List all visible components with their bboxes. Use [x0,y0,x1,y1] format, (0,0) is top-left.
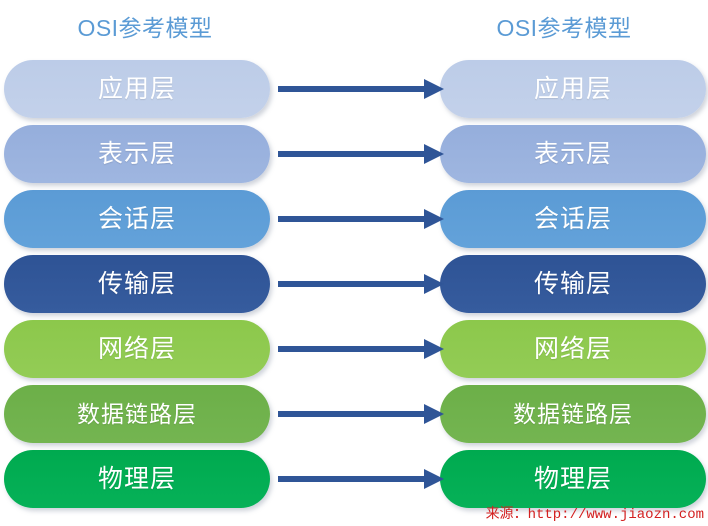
arrow-session [278,209,444,229]
right-layer-datalink[interactable]: 数据链路层 [440,385,706,443]
arrow-datalink [278,404,444,424]
left-layer-stack: 应用层表示层会话层传输层网络层数据链路层物理层 [4,60,270,508]
left-layer-label-presentation: 表示层 [97,140,176,168]
arrow-network-shaft [278,346,424,352]
right-layer-label-physical: 物理层 [533,465,612,493]
source-watermark: 来源：http://www.jiaozn.com [486,504,704,524]
right-column-title: OSI参考模型 [496,15,632,41]
watermark-prefix: 来源： [485,505,528,521]
left-layer-application[interactable]: 应用层 [4,60,270,118]
left-column-title: OSI参考模型 [77,15,213,41]
arrow-transport [278,274,444,294]
right-layer-stack: 应用层表示层会话层传输层网络层数据链路层物理层 [440,60,706,508]
right-layer-transport[interactable]: 传输层 [440,255,706,313]
left-layer-label-datalink: 数据链路层 [77,401,197,427]
arrow-session-shaft [278,216,424,222]
right-layer-label-application: 应用层 [533,75,612,103]
left-layer-label-network: 网络层 [97,335,176,363]
left-layer-label-session: 会话层 [97,205,176,233]
right-layer-network[interactable]: 网络层 [440,320,706,378]
left-layer-label-physical: 物理层 [97,465,176,493]
right-layer-presentation[interactable]: 表示层 [440,125,706,183]
right-layer-session[interactable]: 会话层 [440,190,706,248]
left-layer-presentation[interactable]: 表示层 [4,125,270,183]
left-layer-transport[interactable]: 传输层 [4,255,270,313]
arrow-application [278,79,444,99]
right-layer-label-datalink: 数据链路层 [513,401,633,427]
arrow-physical-shaft [278,476,424,482]
left-layer-label-transport: 传输层 [97,270,176,298]
watermark-url: http://www.jiaozn.com [527,507,704,523]
arrow-network [278,339,444,359]
right-layer-application[interactable]: 应用层 [440,60,706,118]
arrow-datalink-shaft [278,411,424,417]
right-layer-label-presentation: 表示层 [533,140,612,168]
left-layer-physical[interactable]: 物理层 [4,450,270,508]
right-layer-physical[interactable]: 物理层 [440,450,706,508]
left-layer-datalink[interactable]: 数据链路层 [4,385,270,443]
arrow-presentation-shaft [278,151,424,157]
right-layer-label-transport: 传输层 [533,270,612,298]
arrow-transport-shaft [278,281,424,287]
left-layer-session[interactable]: 会话层 [4,190,270,248]
right-layer-label-session: 会话层 [533,205,612,233]
arrow-presentation [278,144,444,164]
right-layer-label-network: 网络层 [533,335,612,363]
left-layer-label-application: 应用层 [97,75,176,103]
left-layer-network[interactable]: 网络层 [4,320,270,378]
arrow-physical [278,469,444,489]
arrow-application-shaft [278,86,424,92]
